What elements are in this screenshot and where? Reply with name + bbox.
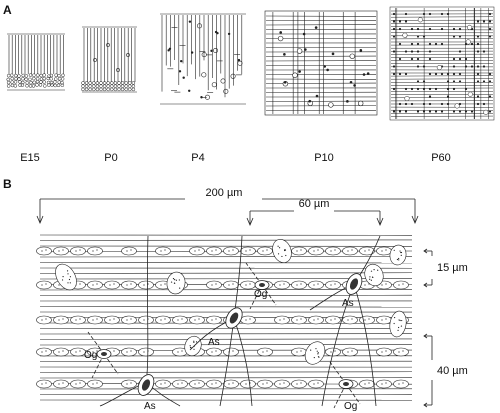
dimension-40um-label: 40 µm	[437, 365, 468, 377]
stage-label-p0: P0	[104, 152, 117, 164]
dimension-15um-label: 15 µm	[437, 262, 468, 274]
stage-label-p60: P60	[431, 152, 451, 164]
dimension-60um-label: 60 µm	[299, 198, 330, 210]
nerve-tissue-drawing	[36, 234, 413, 409]
dimension-200um-label: 200 µm	[206, 187, 243, 199]
label-og-left: Og	[84, 350, 97, 361]
dimension-200um: 200 µm	[36, 187, 419, 225]
label-as-top: As	[342, 298, 354, 309]
label-as-bottom: As	[144, 401, 156, 412]
label-og-top: Og	[254, 289, 267, 300]
stage-label-e15: E15	[20, 152, 40, 164]
stage-p10-diagram	[264, 10, 378, 116]
dimension-40um: 40 µm	[423, 333, 468, 408]
dimension-15um: 15 µm	[423, 248, 468, 288]
dimension-60um: 60 µm	[246, 198, 384, 227]
panel-b-label: B	[3, 177, 12, 191]
label-og-bottom: Og	[344, 401, 357, 412]
stage-p0-diagram	[81, 26, 137, 93]
stage-label-p10: P10	[314, 152, 334, 164]
stage-p60-diagram	[389, 6, 495, 121]
stage-e15-diagram	[6, 33, 65, 91]
stage-label-p4: P4	[191, 152, 204, 164]
label-as-mid: As	[208, 337, 220, 348]
panel-a-label: A	[3, 3, 12, 17]
stage-p4-diagram	[160, 13, 246, 105]
